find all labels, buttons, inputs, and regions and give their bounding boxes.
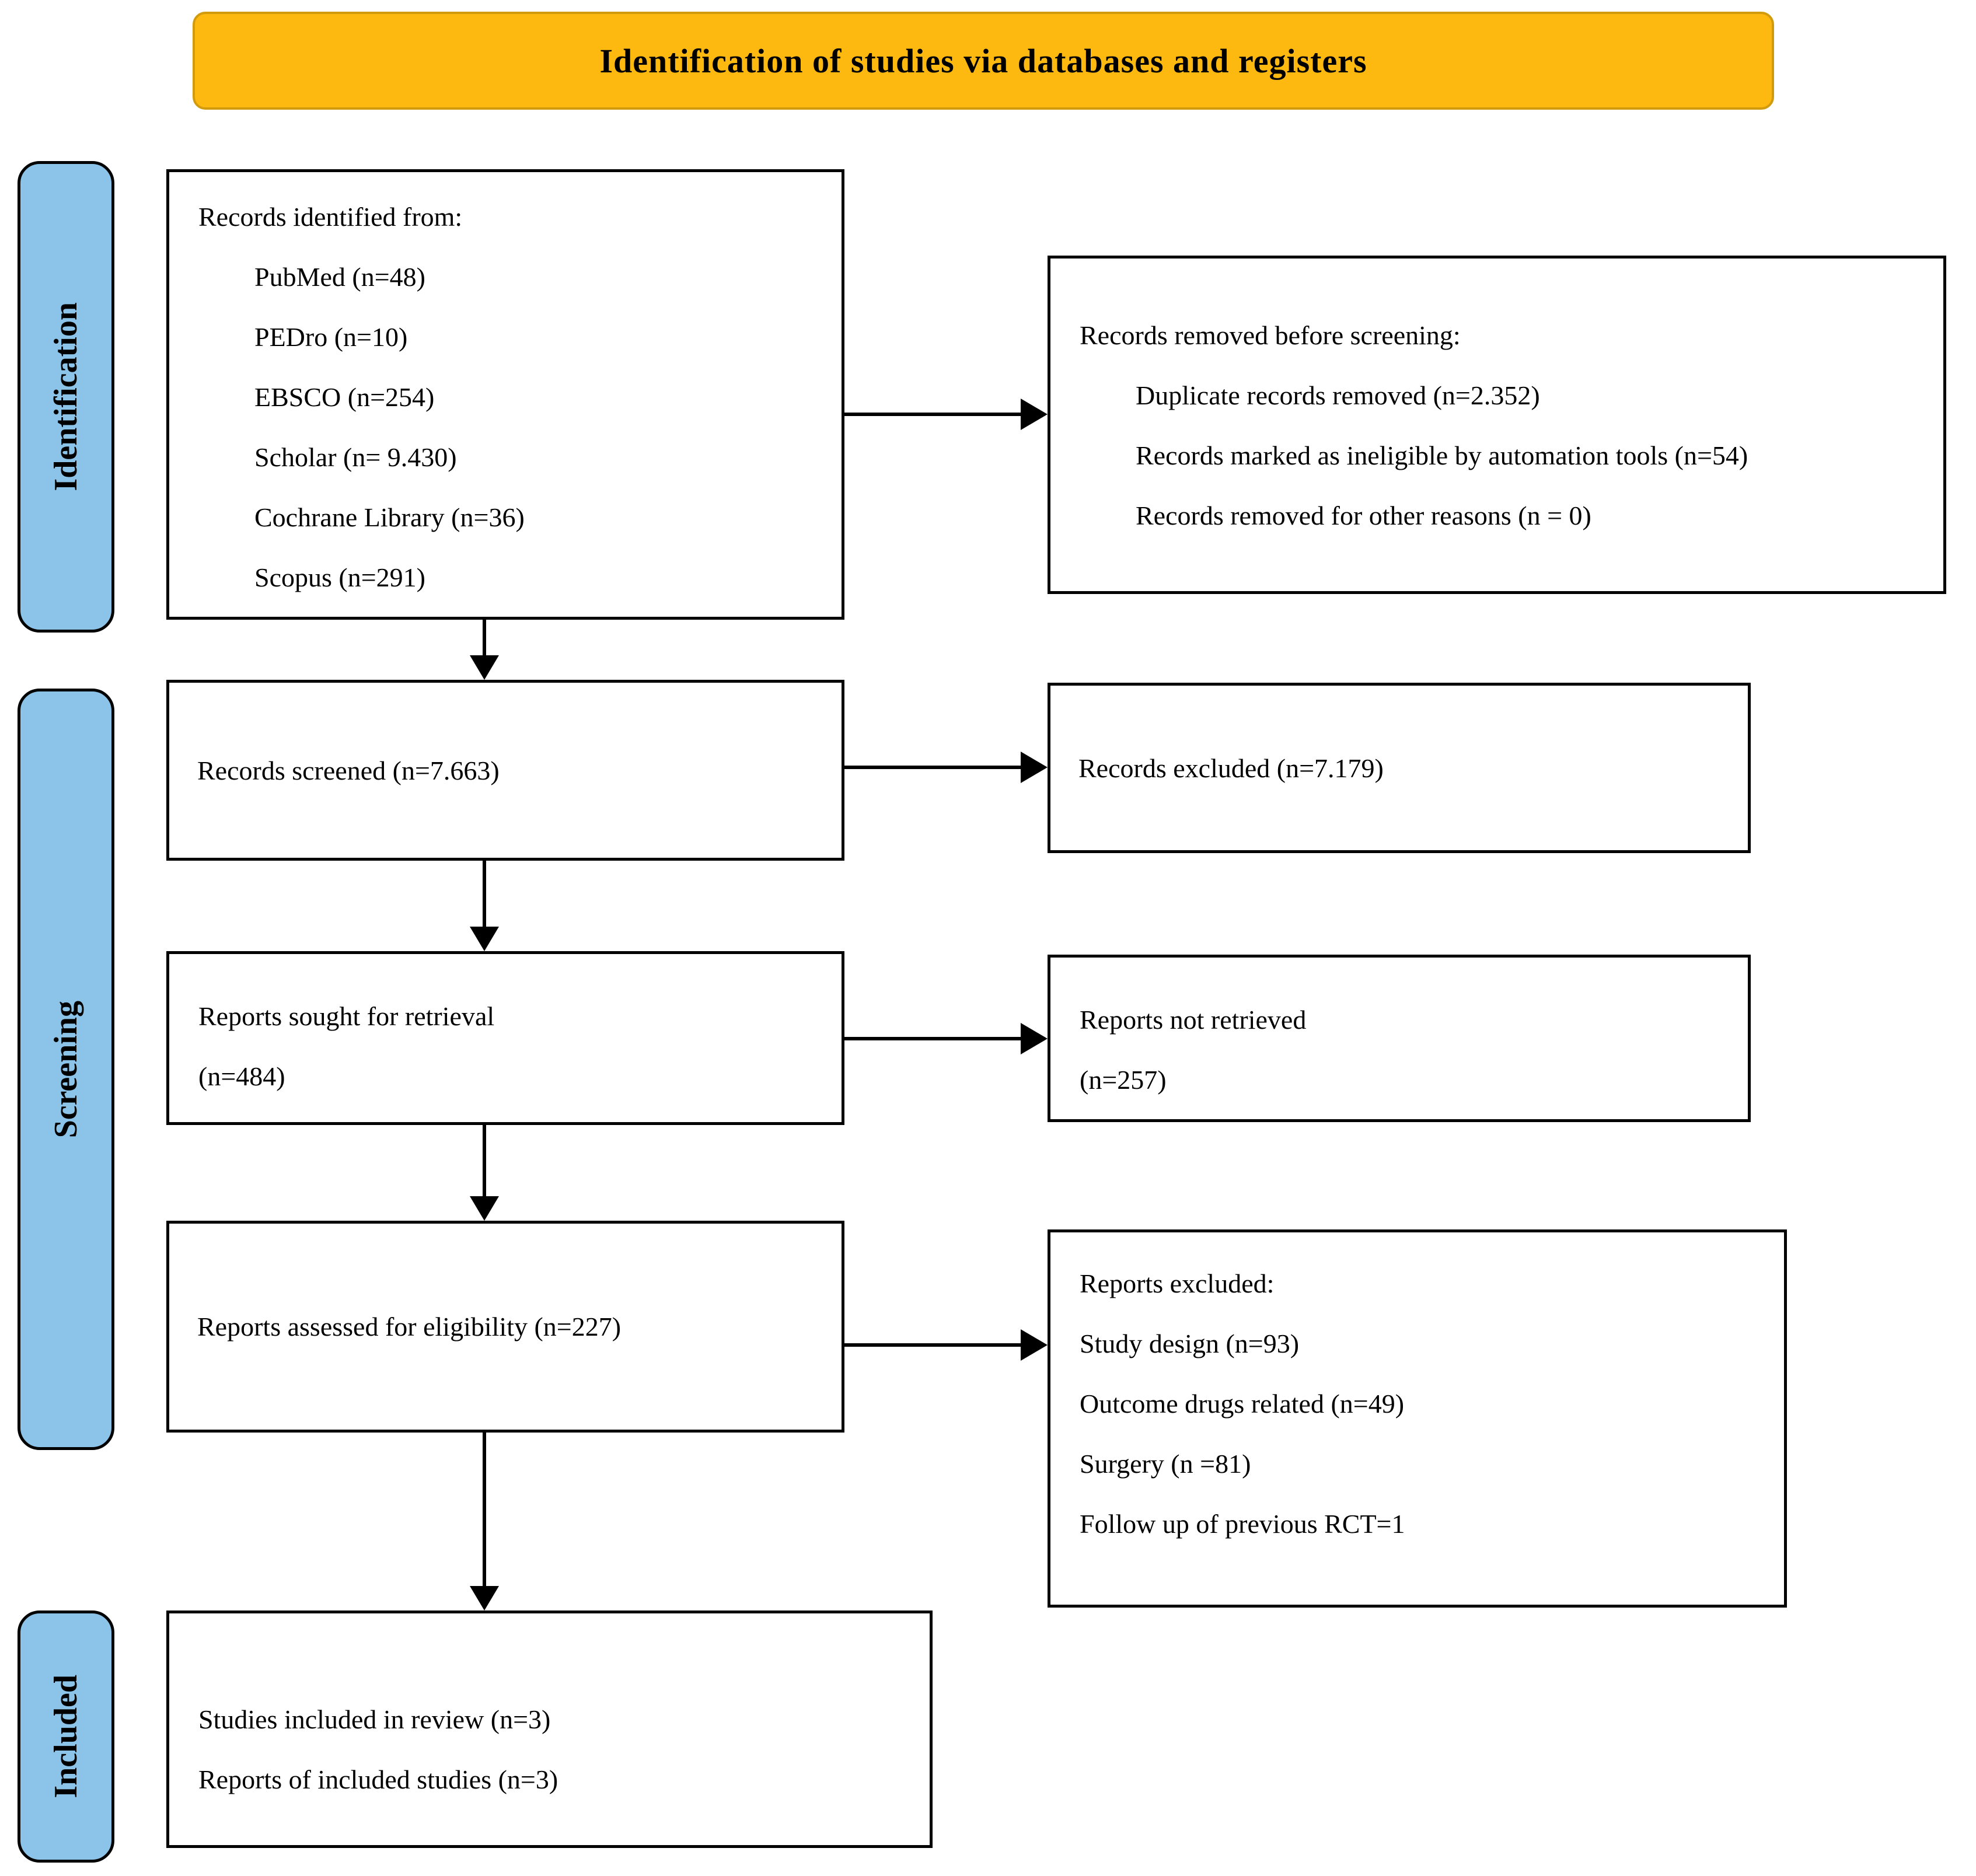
stage-screening-label: Screening (48, 1000, 84, 1138)
records-screened-text: Records screened (n=7.663) (197, 755, 500, 785)
records-removed-item: Duplicate records removed (n=2.352) (1136, 380, 1540, 410)
reports-assessed-text: Reports assessed for eligibility (n=227) (197, 1312, 622, 1342)
arrowhead-right-icon (1021, 752, 1048, 783)
stage-screening: Screening (18, 689, 114, 1450)
reports-excluded-header: Reports excluded: (1080, 1269, 1275, 1298)
arrow-screened-to-sought (483, 861, 486, 928)
arrow-identified-to-removed (844, 413, 1021, 416)
box-records-excluded: Records excluded (n=7.179) (1048, 683, 1751, 853)
reports-excluded-item: Follow up of previous RCT=1 (1080, 1509, 1405, 1539)
included-studies-line2: Reports of included studies (n=3) (198, 1765, 558, 1794)
reports-sought-line1: Reports sought for retrieval (198, 1001, 495, 1031)
box-reports-assessed: Reports assessed for eligibility (n=227) (166, 1221, 844, 1433)
arrowhead-right-icon (1021, 1023, 1048, 1054)
reports-not-retrieved-line2: (n=257) (1080, 1065, 1167, 1095)
arrowhead-down-icon (470, 1586, 499, 1611)
box-included-studies: Studies included in review (n=3) Reports… (166, 1611, 933, 1848)
records-removed-header: Records removed before screening: (1080, 320, 1461, 350)
arrowhead-down-icon (470, 655, 499, 680)
stage-identification-label: Identification (48, 302, 84, 491)
arrow-assessed-to-included (483, 1433, 486, 1587)
diagram-title: Identification of studies via databases … (599, 41, 1367, 80)
box-records-screened: Records screened (n=7.663) (166, 680, 844, 861)
title-banner: Identification of studies via databases … (193, 12, 1774, 110)
records-identified-item: EBSCO (n=254) (254, 382, 435, 412)
records-removed-item: Records marked as ineligible by automati… (1136, 441, 1748, 470)
stage-included-label: Included (48, 1675, 84, 1798)
records-identified-item: PEDro (n=10) (254, 322, 408, 352)
box-reports-not-retrieved: Reports not retrieved (n=257) (1048, 955, 1751, 1122)
arrow-screened-to-excluded (844, 766, 1021, 769)
reports-sought-line2: (n=484) (198, 1061, 285, 1091)
records-removed-item: Records removed for other reasons (n = 0… (1136, 501, 1591, 530)
arrow-sought-to-not-retrieved (844, 1037, 1021, 1040)
records-identified-item: Cochrane Library (n=36) (254, 502, 525, 532)
reports-excluded-item: Study design (n=93) (1080, 1329, 1300, 1358)
records-identified-header: Records identified from: (198, 202, 463, 232)
box-records-identified: Records identified from: PubMed (n=48) P… (166, 169, 844, 620)
box-records-removed: Records removed before screening: Duplic… (1048, 256, 1946, 594)
stage-identification: Identification (18, 161, 114, 633)
reports-excluded-item: Surgery (n =81) (1080, 1449, 1251, 1479)
arrow-assessed-to-excluded (844, 1343, 1021, 1347)
box-reports-sought: Reports sought for retrieval (n=484) (166, 951, 844, 1125)
arrowhead-right-icon (1021, 399, 1048, 430)
records-identified-item: Scopus (n=291) (254, 563, 425, 592)
arrow-sought-to-assessed (483, 1125, 486, 1197)
reports-excluded-item: Outcome drugs related (n=49) (1080, 1389, 1405, 1419)
reports-not-retrieved-line1: Reports not retrieved (1080, 1005, 1307, 1035)
stage-included: Included (18, 1611, 114, 1863)
arrowhead-down-icon (470, 927, 499, 951)
arrowhead-down-icon (470, 1196, 499, 1221)
box-reports-excluded: Reports excluded: Study design (n=93) Ou… (1048, 1229, 1787, 1608)
records-excluded-text: Records excluded (n=7.179) (1078, 753, 1384, 783)
arrow-identified-to-screened (483, 620, 486, 656)
records-identified-item: PubMed (n=48) (254, 262, 425, 292)
records-identified-item: Scholar (n= 9.430) (254, 442, 457, 472)
arrowhead-right-icon (1021, 1329, 1048, 1361)
included-studies-line1: Studies included in review (n=3) (198, 1704, 551, 1734)
